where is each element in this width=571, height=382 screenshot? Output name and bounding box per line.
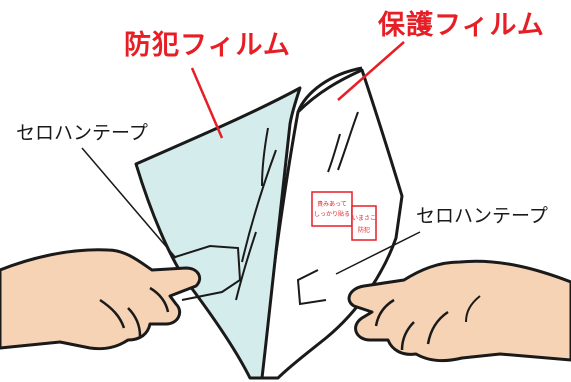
anti-crime-film-fold-line-2 xyxy=(235,231,257,301)
protective-film-fold-line xyxy=(337,111,359,171)
left-hand xyxy=(0,248,202,351)
protective-film-curl xyxy=(296,66,363,113)
protective-film-label: 保護フィルム xyxy=(378,10,545,41)
anti-crime-film-fold-line xyxy=(241,149,277,263)
sticker: 貴みあって しっかり貼る いまさこ 防犯 xyxy=(311,191,377,241)
sticker-line1: 貴みあって xyxy=(317,200,347,208)
sticker-line2: しっかり貼る xyxy=(314,210,350,218)
leader-protective xyxy=(337,41,405,101)
sticker-badge-top: いまさこ xyxy=(352,215,376,222)
anti-crime-film-fold-line-3 xyxy=(261,127,269,187)
anti-crime-film-label: 防犯フィルム xyxy=(124,30,291,61)
protective-film-fold-line-2 xyxy=(327,133,341,173)
leader-tape-left xyxy=(81,147,177,259)
right-hand xyxy=(347,259,571,363)
leader-anti-crime xyxy=(190,67,224,139)
tape-label-left: セロハンテープ xyxy=(16,122,148,144)
sticker-badge-bottom: 防犯 xyxy=(358,226,370,234)
right-tape xyxy=(296,269,327,306)
tape-label-right: セロハンテープ xyxy=(416,205,548,227)
left-tape xyxy=(171,244,242,301)
leader-tape-right xyxy=(335,231,421,275)
